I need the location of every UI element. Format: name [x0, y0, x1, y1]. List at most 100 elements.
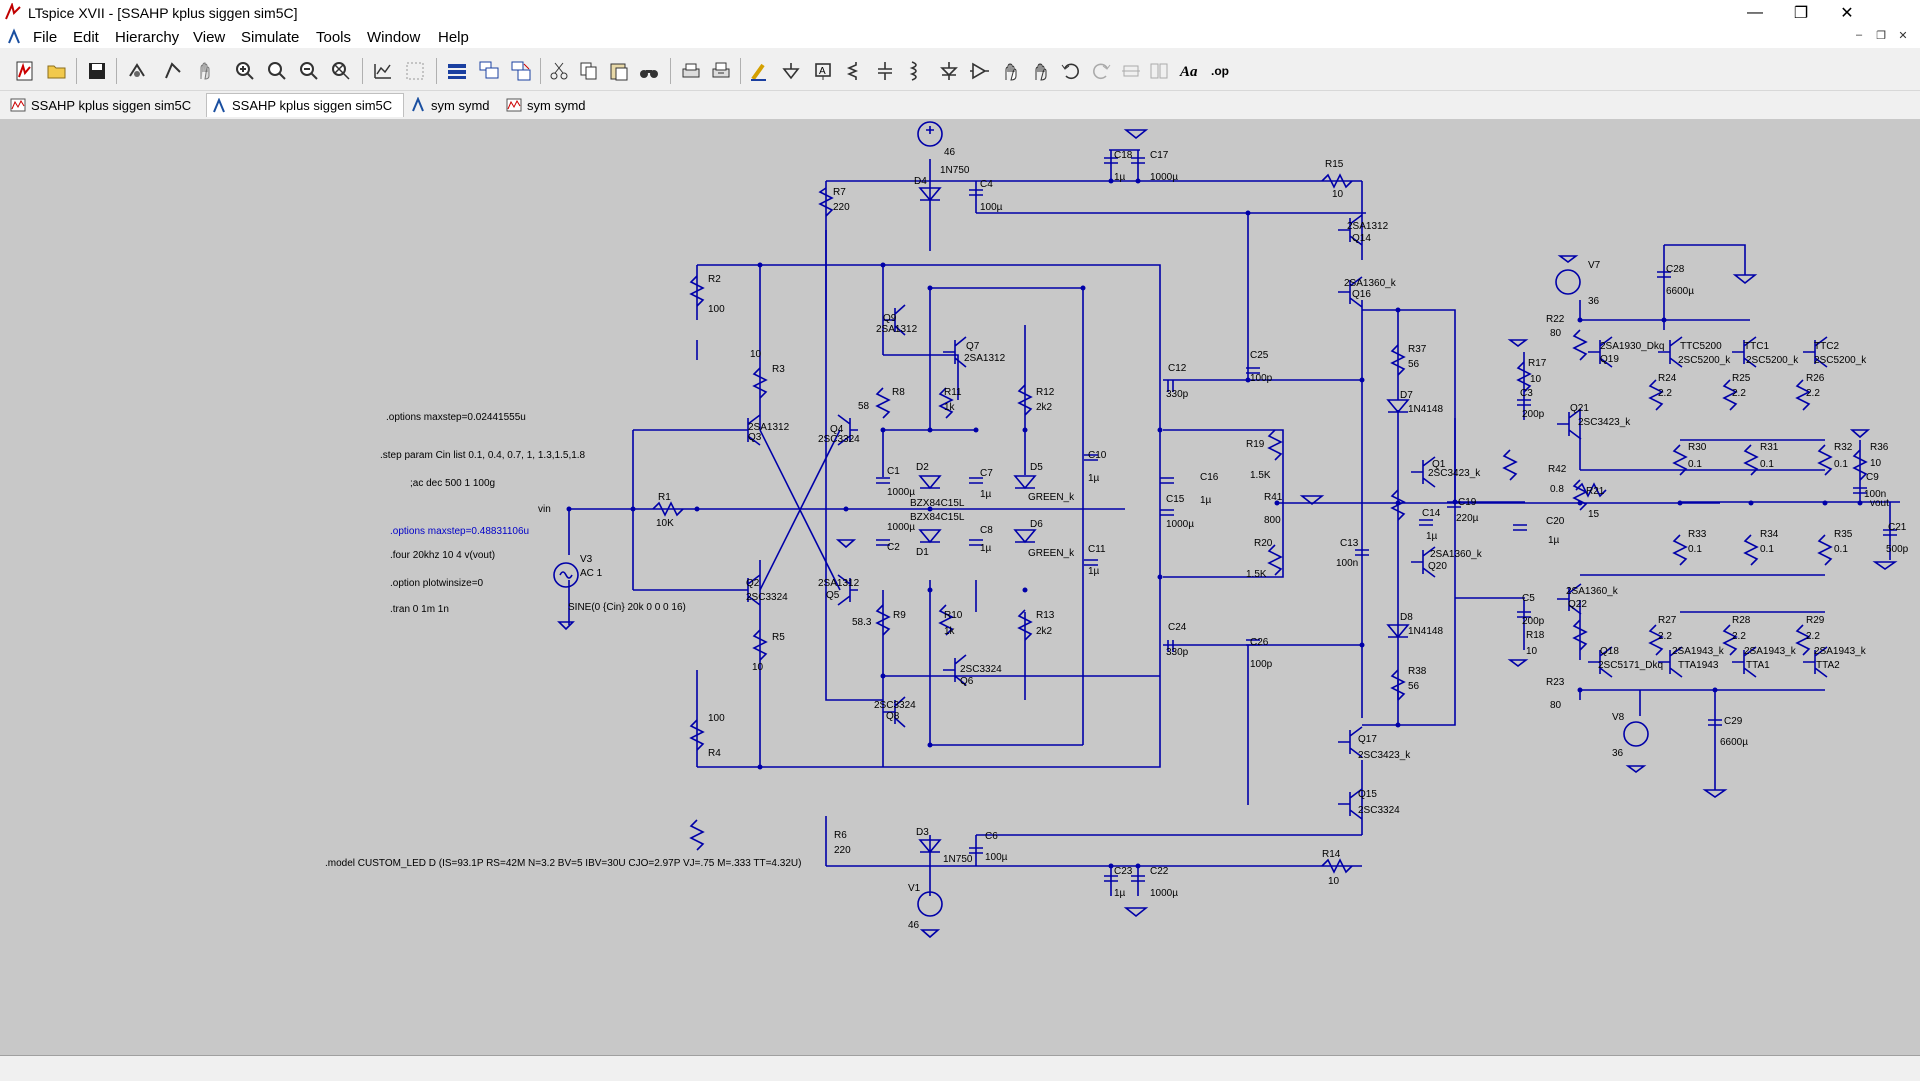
- run-icon[interactable]: [160, 58, 186, 84]
- save-icon[interactable]: [84, 58, 110, 84]
- tile-icon[interactable]: [402, 58, 428, 84]
- label-q4-value: 2SC3324: [818, 434, 860, 445]
- tab-label: sym symd: [431, 97, 490, 113]
- menu-file[interactable]: File: [33, 29, 58, 46]
- close-windows-icon[interactable]: [476, 58, 502, 84]
- schematic-doc-icon[interactable]: [6, 28, 22, 46]
- inductor-icon[interactable]: [902, 58, 928, 84]
- print-setup-icon[interactable]: [708, 58, 734, 84]
- directive-maxstep-1[interactable]: .options maxstep=0.02441555u: [386, 412, 526, 423]
- text-icon[interactable]: Aa: [1176, 58, 1202, 84]
- label-v3: V3: [580, 554, 593, 565]
- cut-icon[interactable]: [546, 58, 572, 84]
- label-c10-value: 1µ: [1088, 473, 1100, 484]
- component-icon[interactable]: [966, 58, 992, 84]
- tab-waveform-symd[interactable]: sym symd: [502, 93, 602, 117]
- label-v8: V8: [1612, 712, 1625, 723]
- capacitor-icon[interactable]: [872, 58, 898, 84]
- close-icon[interactable]: ✕: [1840, 5, 1854, 22]
- label-q9-value: 2SA1312: [876, 324, 918, 335]
- autorange-icon[interactable]: [370, 58, 396, 84]
- schematic-icon: [412, 97, 424, 112]
- cascade-icon[interactable]: [444, 58, 470, 84]
- directive-step[interactable]: .step param Cin list 0.1, 0.4, 0.7, 1, 1…: [380, 450, 586, 461]
- schematic-canvas[interactable]: .options maxstep=0.02441555u .step param…: [0, 119, 1920, 1055]
- tab-schematic-symd[interactable]: sym symd: [406, 93, 502, 117]
- label-r18: R18: [1526, 630, 1545, 641]
- label-r41: R41: [1264, 492, 1283, 503]
- label-c4: C4: [980, 179, 993, 190]
- ltspice-app-icon[interactable]: [4, 3, 22, 21]
- directive-ac[interactable]: ;ac dec 500 1 100g: [410, 478, 495, 489]
- label-v1: V1: [908, 883, 921, 894]
- minimize-icon[interactable]: —: [1747, 4, 1763, 21]
- mirror-icon[interactable]: [1146, 58, 1172, 84]
- net-label-vin[interactable]: vin: [538, 504, 551, 515]
- open-icon[interactable]: [44, 58, 70, 84]
- net-label-vout[interactable]: vout: [1870, 498, 1889, 509]
- menu-window[interactable]: Window: [367, 29, 421, 46]
- redo-icon[interactable]: [1088, 58, 1114, 84]
- restore-icon[interactable]: ❐: [1793, 5, 1809, 22]
- label-q1: Q1: [1432, 459, 1446, 470]
- resistor-icon[interactable]: [840, 58, 866, 84]
- label-c14: C14: [1422, 508, 1441, 519]
- directive-plotwinsize[interactable]: .option plotwinsize=0: [390, 578, 484, 589]
- rotate-icon[interactable]: [1118, 58, 1144, 84]
- tab-schematic-sim5c[interactable]: SSAHP kplus siggen sim5C: [206, 93, 404, 117]
- directive-model[interactable]: .model CUSTOM_LED D (IS=93.1P RS=42M N=3…: [325, 858, 801, 869]
- diode-icon[interactable]: [936, 58, 962, 84]
- menu-tools[interactable]: Tools: [316, 29, 352, 46]
- source-sine-value[interactable]: SINE(0 {Cin} 20k 0 0 0 16): [568, 602, 686, 613]
- ground-icon[interactable]: [778, 58, 804, 84]
- undo-icon[interactable]: [1058, 58, 1084, 84]
- label-c8: C8: [980, 525, 993, 536]
- mdi-restore-icon[interactable]: ❐: [1876, 30, 1886, 42]
- zoom-out-icon[interactable]: [296, 58, 322, 84]
- control-panel-icon[interactable]: [124, 58, 150, 84]
- label-d6-value: GREEN_k: [1028, 548, 1075, 559]
- spice-directive-icon[interactable]: .op: [1206, 58, 1232, 84]
- label-q5200c: 2SC5200_k: [1814, 355, 1867, 366]
- menu-help[interactable]: Help: [438, 29, 469, 46]
- menu-edit[interactable]: Edit: [73, 29, 99, 46]
- label-q19-value: 2SA1930_Dkq: [1600, 341, 1665, 352]
- find-icon[interactable]: [636, 58, 662, 84]
- label-v1-value: 46: [908, 920, 920, 931]
- label-q1-value: 2SC3423_k: [1428, 468, 1481, 479]
- halt-icon[interactable]: [192, 58, 218, 84]
- label-q2: Q2: [746, 578, 760, 589]
- label-c26-value: 100p: [1250, 659, 1273, 670]
- tile-vertical-icon[interactable]: [508, 58, 534, 84]
- copy-icon[interactable]: [576, 58, 602, 84]
- directive-maxstep-2[interactable]: .options maxstep=0.48831106u: [390, 526, 529, 537]
- move-icon[interactable]: [998, 58, 1024, 84]
- tab-waveform-sim5c[interactable]: SSAHP kplus siggen sim5C: [6, 93, 206, 117]
- label-d3-value: 1N750: [943, 854, 973, 865]
- zoom-fit-icon[interactable]: [328, 58, 354, 84]
- mdi-minimize-icon[interactable]: –: [1855, 29, 1863, 41]
- label-q20-value: 2SA1360_k: [1430, 549, 1483, 560]
- pan-icon[interactable]: [264, 58, 290, 84]
- menu-hierarchy[interactable]: Hierarchy: [115, 29, 180, 46]
- directive-four[interactable]: .four 20khz 10 4 v(vout): [390, 550, 495, 561]
- draw-wire-icon[interactable]: [746, 58, 772, 84]
- component-labels: 46 D4 1N750 C4 100µ C18 1µ C17 1000µ R15…: [580, 147, 1909, 931]
- new-schematic-icon[interactable]: [12, 58, 38, 84]
- label-net-icon[interactable]: A: [810, 58, 836, 84]
- label-ttc5200: TTC5200: [1680, 341, 1722, 352]
- menu-view[interactable]: View: [193, 29, 226, 46]
- directive-tran[interactable]: .tran 0 1m 1n: [390, 604, 449, 615]
- drag-icon[interactable]: [1028, 58, 1054, 84]
- label-d5-value: GREEN_k: [1028, 492, 1075, 503]
- menu-simulate[interactable]: Simulate: [241, 29, 300, 46]
- label-r10-value: 1k: [944, 626, 956, 637]
- paste-icon[interactable]: [606, 58, 632, 84]
- zoom-in-icon[interactable]: [232, 58, 258, 84]
- label-r20: R20: [1254, 538, 1273, 549]
- label-d7-value: 1N4148: [1408, 404, 1443, 415]
- print-icon[interactable]: [678, 58, 704, 84]
- mdi-close-icon[interactable]: ✕: [1898, 30, 1908, 42]
- label-bzx2: BZX84C15L: [910, 512, 965, 523]
- label-c29-value: 6600µ: [1720, 737, 1748, 748]
